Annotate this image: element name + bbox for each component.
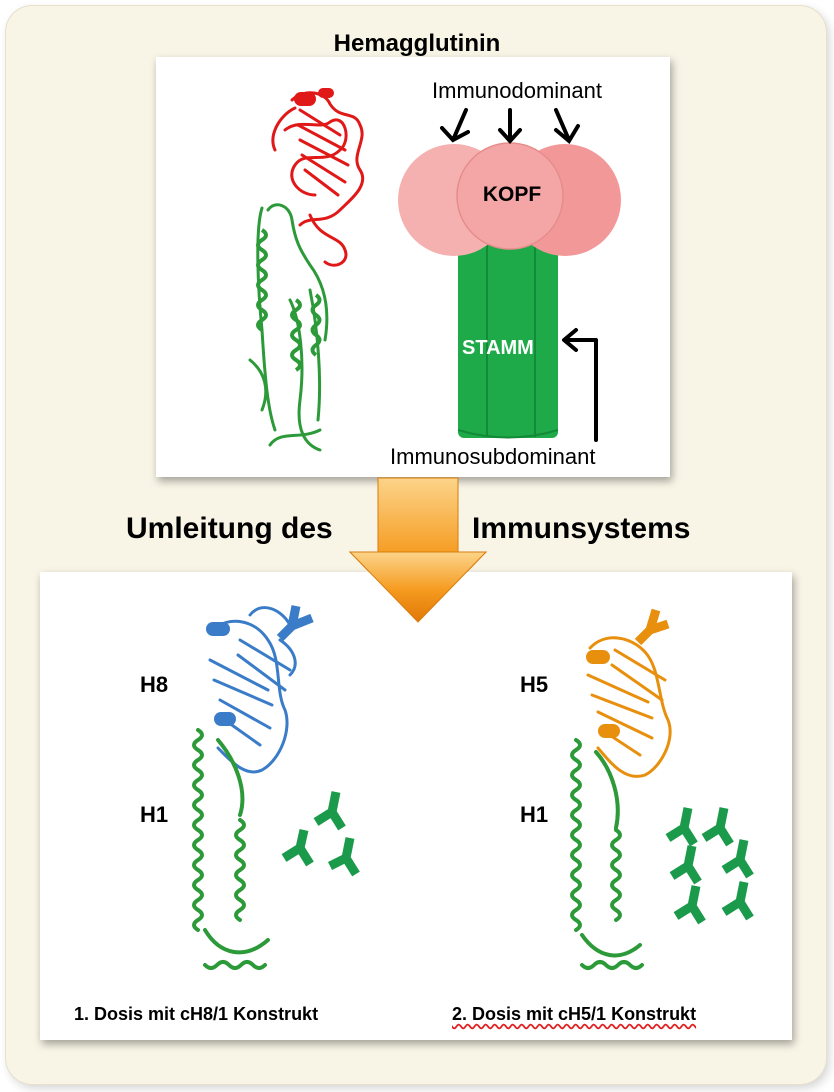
redirect-arrow-tip <box>348 551 488 623</box>
hemagglutinin-ribbon-structure <box>248 88 364 452</box>
stamm-cylinder <box>458 238 558 438</box>
left-h1-stem <box>192 728 270 970</box>
right-h1-label: H1 <box>520 802 549 827</box>
stamm-label: STAMM <box>462 337 534 359</box>
h5-head-ribbon <box>586 636 672 778</box>
redirect-text-left: Umleitung des <box>126 512 333 545</box>
right-h1-stem <box>570 738 644 970</box>
right-green-antibodies <box>665 807 754 925</box>
red-helix-top <box>294 88 334 106</box>
h5-label: H5 <box>520 672 549 697</box>
red-head-domain <box>271 91 364 267</box>
redirect-text-right: Immunsystems <box>472 512 691 545</box>
immunodominant-arrows <box>440 108 580 145</box>
top-panel <box>156 57 670 477</box>
caption-first-dose: 1. Dosis mit cH8/1 Konstrukt <box>74 1004 319 1024</box>
h5-helix <box>586 650 620 738</box>
immunosubdominant-label: Immunosubdominant <box>390 444 596 469</box>
h8-antibody-icon <box>276 605 314 642</box>
h5-antibody-icon <box>634 608 670 646</box>
left-green-antibodies <box>281 791 360 877</box>
h8-head-ribbon <box>208 606 297 774</box>
immunosubdominant-arrow <box>562 328 598 442</box>
h8-helix <box>206 622 236 726</box>
h8-label: H8 <box>140 672 169 697</box>
schematic-head-stem <box>398 142 621 439</box>
left-h1-label: H1 <box>140 802 169 827</box>
kopf-label: KOPF <box>482 183 542 206</box>
bottom-panel <box>40 572 792 1040</box>
green-helix-coils <box>256 228 322 372</box>
hemagglutinin-title: Hemagglutinin <box>333 30 501 57</box>
caption-second-dose: 2. Dosis mit cH5/1 Konstrukt <box>452 1004 697 1024</box>
immunodominant-label: Immunodominant <box>432 78 602 103</box>
